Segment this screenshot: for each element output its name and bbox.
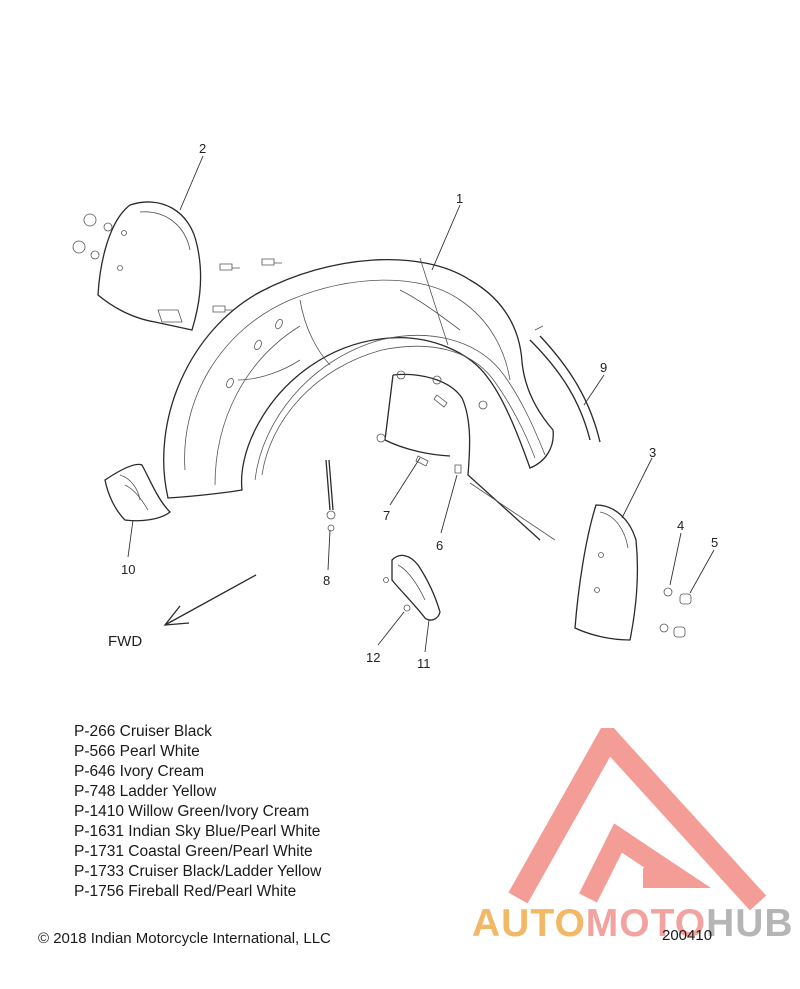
callout-4: 4 — [677, 518, 684, 533]
callout-7: 7 — [383, 508, 390, 523]
paint-code-item: P-266 Cruiser Black — [74, 723, 212, 740]
callout-9: 9 — [600, 360, 607, 375]
trim-strip-part-9 — [529, 325, 601, 443]
paint-code-item: P-748 Ladder Yellow — [74, 783, 217, 800]
paint-code-item: P-1410 Willow Green/Ivory Cream — [74, 803, 310, 820]
watermark-text: AUTOMOTOHUB — [472, 902, 794, 946]
watermark-text-auto: AUTO — [472, 902, 586, 945]
watermark-text-moto: MOTO — [585, 902, 707, 945]
bracket-part-11 — [383, 554, 441, 621]
fender-tip-part-2 — [72, 201, 282, 331]
paint-code-item: P-1733 Cruiser Black/Ladder Yellow — [74, 863, 322, 880]
callout-5: 5 — [711, 535, 718, 550]
callout-6: 6 — [436, 538, 443, 553]
emblem-part-10 — [104, 463, 171, 522]
forward-label: FWD — [108, 633, 142, 650]
paint-code-item: P-646 Ivory Cream — [74, 763, 205, 780]
callout-8: 8 — [323, 573, 330, 588]
watermark-triangle-outer — [508, 728, 767, 911]
paint-code-item: P-1731 Coastal Green/Pearl White — [74, 843, 313, 860]
leader-lines — [127, 155, 715, 653]
paint-code-item: P-1756 Fireball Red/Pearl White — [74, 883, 297, 900]
callout-3: 3 — [649, 445, 656, 460]
fender-part-1 — [163, 257, 554, 499]
callout-labels: 1 2 3 4 5 6 7 8 9 10 11 12 — [121, 141, 718, 671]
diagram-number: 200410 — [662, 927, 713, 944]
fender-liner-bracket — [376, 370, 541, 541]
forward-arrow-head — [163, 605, 190, 626]
watermark-triangle-icon — [508, 728, 767, 911]
watermark-text-hub: HUB — [706, 902, 794, 945]
fender-tip-part-3 — [574, 504, 692, 641]
paint-code-item: P-1631 Indian Sky Blue/Pearl White — [74, 823, 321, 840]
forward-arrow: FWD — [108, 574, 257, 650]
copyright-notice: © 2018 Indian Motorcycle International, … — [38, 930, 331, 947]
callout-1: 1 — [456, 191, 463, 206]
paint-code-list: P-266 Cruiser Black P-566 Pearl White P-… — [74, 722, 321, 902]
reflector-part-8 — [325, 459, 336, 532]
callout-10: 10 — [121, 562, 135, 577]
callout-11: 11 — [417, 656, 431, 671]
paint-code-item: P-566 Pearl White — [74, 743, 200, 760]
watermark-triangle-inner — [579, 823, 712, 903]
callout-12: 12 — [366, 650, 380, 665]
watermark-logo — [508, 728, 767, 911]
forward-arrow-shaft — [164, 574, 257, 626]
callout-2: 2 — [199, 141, 206, 156]
